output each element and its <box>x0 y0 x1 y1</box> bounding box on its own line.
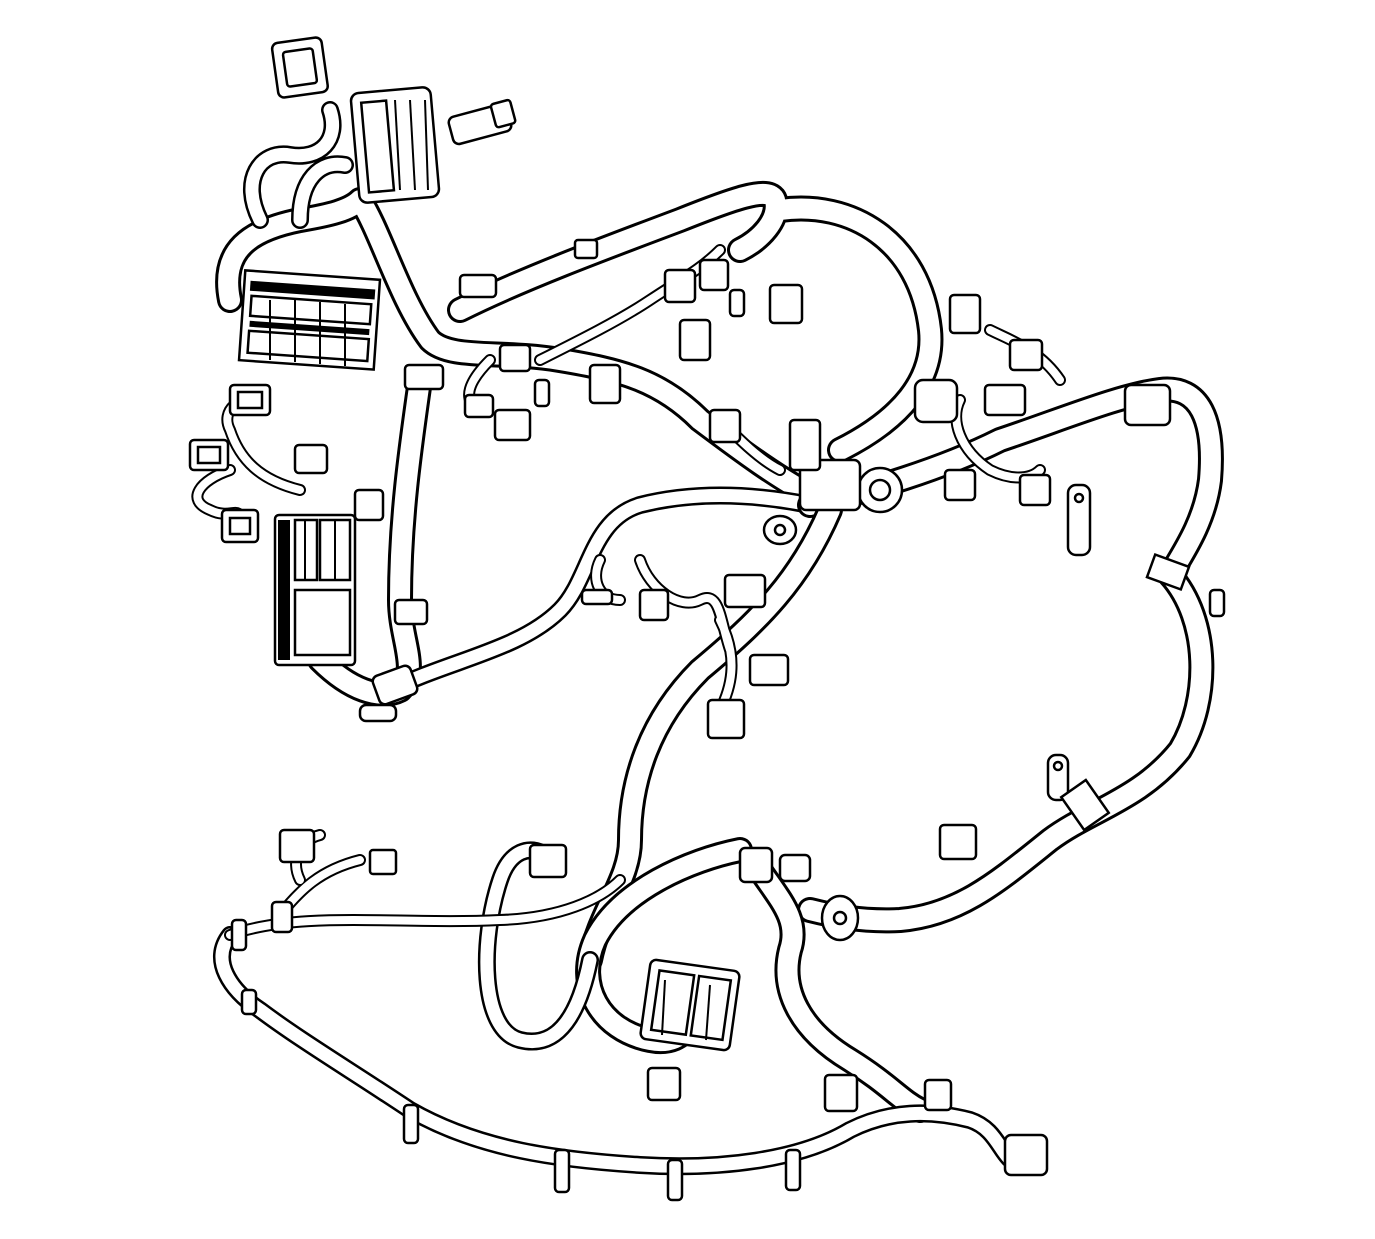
inline-connector <box>463 393 495 419</box>
harness-branch-center-small <box>590 554 738 716</box>
inline-connector <box>353 488 385 522</box>
inline-connector <box>698 258 730 292</box>
harness-branch-bottom-arc <box>212 926 1029 1176</box>
inline-connector-top <box>447 98 517 146</box>
inline-connector <box>188 438 230 472</box>
inline-connector <box>638 588 670 622</box>
inline-connector <box>983 383 1027 417</box>
inline-connector <box>1008 338 1044 372</box>
harness-clip <box>666 1158 684 1202</box>
harness-clip <box>402 1103 420 1145</box>
harness-clip <box>553 1148 571 1194</box>
inline-connector <box>368 848 398 876</box>
ground-terminal <box>1046 753 1070 802</box>
inline-connector <box>913 378 959 424</box>
inline-connector <box>678 318 712 362</box>
inline-connector <box>458 273 498 299</box>
ground-terminal <box>820 894 860 942</box>
ground-terminal <box>1066 483 1092 557</box>
inline-connector <box>706 698 746 740</box>
harness-clip <box>580 588 614 606</box>
inline-connector <box>708 408 742 444</box>
inline-connector <box>948 293 982 335</box>
inline-connector <box>528 843 568 879</box>
inline-connector <box>393 598 429 626</box>
inline-connector <box>748 653 790 687</box>
inline-connector <box>938 823 978 861</box>
inline-connector <box>923 1078 953 1112</box>
relay-box <box>349 86 441 204</box>
connectors <box>188 238 1172 1177</box>
inline-connector <box>823 1073 859 1113</box>
ground-terminals <box>762 483 1092 942</box>
sleeve-bands <box>371 552 1191 884</box>
inline-connector <box>403 363 445 391</box>
inline-connector <box>220 508 260 544</box>
inline-connector <box>498 343 532 373</box>
harness-clip <box>240 988 258 1016</box>
harness-clip <box>784 1148 802 1192</box>
fuse-block <box>237 269 382 371</box>
inline-connector <box>278 828 316 864</box>
harness-clip <box>728 288 746 318</box>
harness-clip <box>533 378 551 408</box>
inline-connector <box>943 468 977 502</box>
inline-connector <box>663 268 697 304</box>
inline-connector <box>1003 1133 1049 1177</box>
inline-connector <box>768 283 804 325</box>
inline-connector <box>723 573 767 609</box>
inline-connector <box>1018 473 1052 507</box>
harness-clip <box>230 918 248 952</box>
pcm-connector <box>273 513 357 667</box>
top-connector <box>270 36 329 99</box>
inline-connector <box>1123 383 1172 427</box>
ground-terminal <box>762 514 798 546</box>
harness-clip <box>1208 588 1226 618</box>
sensor-assembly-center <box>788 418 904 514</box>
inline-connector <box>588 363 622 405</box>
inline-connector <box>493 408 532 442</box>
inline-connector <box>228 383 272 417</box>
engine-connector <box>639 958 741 1052</box>
harness-clip <box>270 900 294 934</box>
inline-connector <box>293 443 329 475</box>
inline-connector <box>646 1066 682 1102</box>
harness-clip <box>358 703 398 723</box>
inline-connector <box>573 238 599 260</box>
harness-clips <box>230 288 1226 1202</box>
